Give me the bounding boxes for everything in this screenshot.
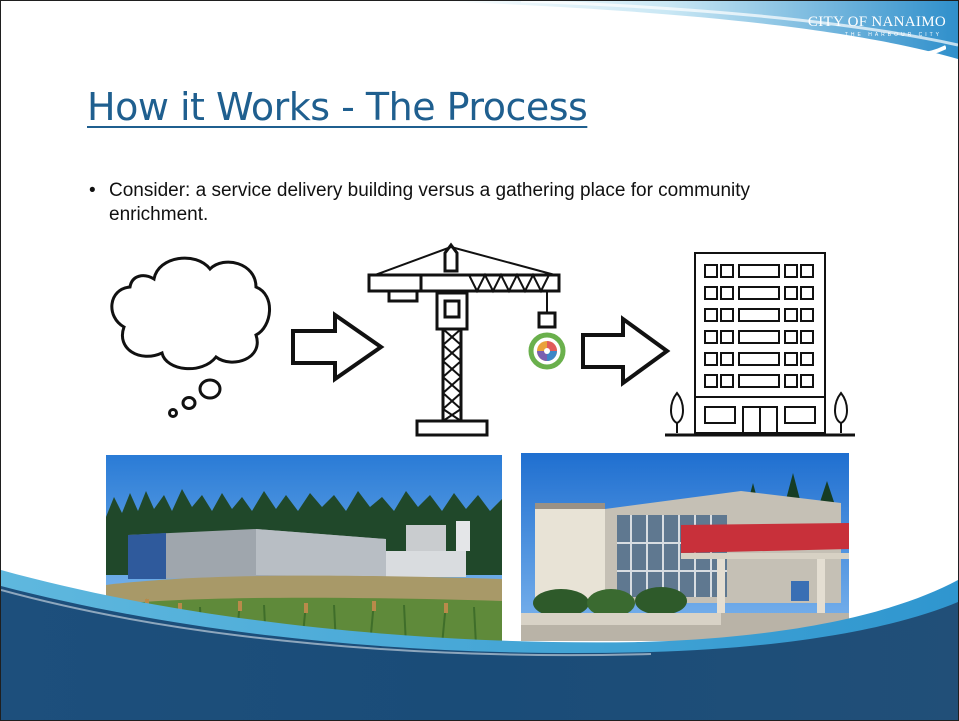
bullet-list: • Consider: a service delivery building …	[89, 179, 849, 227]
bottom-wave-decoration	[1, 570, 958, 720]
right-arrow-icon	[291, 311, 385, 383]
logo-tagline: THE HARBOUR CITY	[844, 32, 942, 38]
thought-cloud-icon	[110, 256, 271, 418]
building-icon	[665, 252, 855, 437]
bullet-item: • Consider: a service delivery building …	[89, 179, 849, 227]
bullet-text: Consider: a service delivery building ve…	[109, 180, 751, 225]
community-building-photo	[521, 453, 849, 641]
city-logo: CITY OF NANAIMO THE HARBOUR CITY	[808, 5, 946, 65]
bullet-marker: •	[89, 180, 96, 201]
top-wave-decoration	[431, 1, 958, 59]
logo-wave-icon	[834, 41, 946, 58]
right-arrow-icon	[581, 315, 671, 387]
logo-name: CITY OF NANAIMO	[807, 14, 946, 30]
slide-title: How it Works - The Process	[87, 85, 588, 129]
construction-crane-icon	[367, 242, 566, 437]
